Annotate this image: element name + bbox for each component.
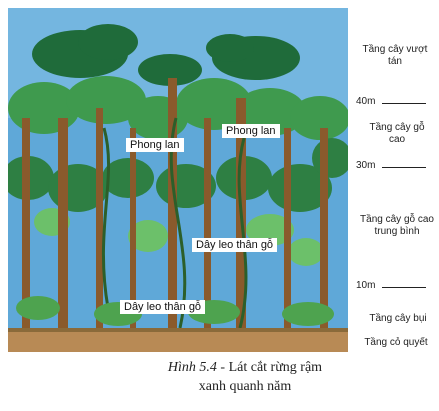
layer-label-herb: Tầng cỏ quyết [364, 337, 428, 348]
height-tick-10m [382, 287, 426, 288]
height-label-30m: 30m [356, 160, 376, 171]
caption-separator: - [216, 360, 229, 375]
height-tick-30m [382, 167, 426, 168]
layer-label-emergent: Tầng cây vượt tán [362, 44, 428, 67]
caption-text-1: Lát cắt rừng rậm [228, 360, 323, 375]
layer-label-high: Tầng cây gỗ cao [369, 122, 425, 145]
callout-liana-mid: Dây leo thân gỗ [192, 238, 278, 252]
figure-caption: Hình 5.4 - Lát cắt rừng rậm xanh quanh n… [130, 358, 360, 396]
high-canopy [8, 76, 348, 140]
layer-label-shrub: Tầng cây bụi [369, 313, 427, 324]
caption-line-2: xanh quanh năm [198, 379, 292, 394]
height-label-10m: 10m [356, 280, 376, 291]
shrub-layer [16, 296, 334, 326]
callout-orchid-left: Phong lan [126, 138, 184, 152]
rainforest-illustration: Phong lan Phong lan Dây leo thân gỗ Dây … [8, 8, 348, 352]
caption-line-1: Hình 5.4 - Lát cắt rừng rậm [130, 358, 360, 377]
forest-floor [8, 330, 348, 352]
height-label-40m: 40m [356, 96, 376, 107]
layer-label-middle: Tầng cây gỗ cao trung bình [360, 214, 434, 237]
emergent-canopy [32, 24, 300, 86]
height-tick-40m [382, 103, 426, 104]
callout-orchid-right: Phong lan [222, 124, 280, 138]
herb-layer-strip [8, 328, 348, 332]
figure-number: Hình 5.4 [167, 360, 217, 375]
callout-liana-low: Dây leo thân gỗ [120, 300, 206, 314]
